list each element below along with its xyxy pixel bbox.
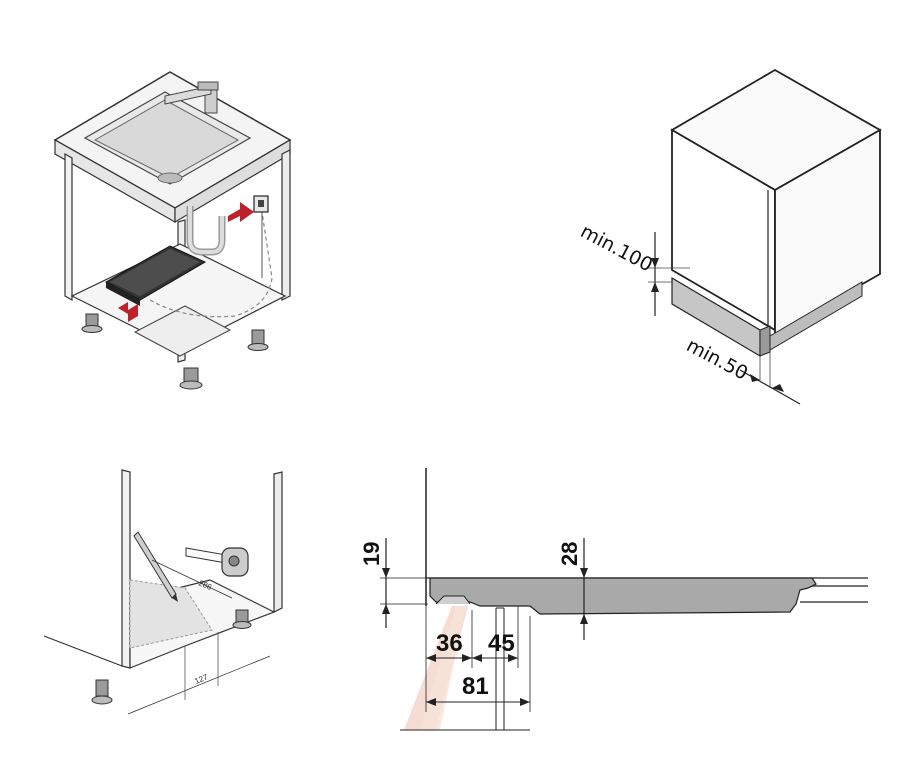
dim-127-label: 127 — [193, 672, 209, 686]
adjustable-feet — [81, 313, 269, 390]
dim-28-label: 28 — [557, 542, 582, 566]
insert-arrow-icon — [118, 302, 138, 322]
faucet-icon — [164, 81, 219, 114]
induction-panel-section — [429, 577, 817, 615]
plug-in-arrow-icon — [228, 202, 254, 222]
control-box-icon — [104, 245, 207, 306]
power-socket-icon — [253, 195, 269, 213]
dim-45-label: 45 — [488, 630, 515, 657]
cross-section-drawing: 19 28 36 45 81 — [359, 468, 868, 731]
sink-cabinet-illustration — [53, 71, 292, 390]
bottom-cutout-illustration: 286 127 — [43, 469, 283, 715]
dim-36-label: 36 — [436, 630, 463, 657]
dim-81-label: 81 — [462, 673, 489, 700]
cabinet-feet — [91, 609, 252, 705]
min-100-label: min.100 — [577, 220, 656, 276]
pencil-icon — [133, 531, 178, 602]
plinth-clearance-illustration: min.100 min.50 — [577, 68, 882, 405]
tape-measure-icon — [185, 547, 249, 577]
dim-19-label: 19 — [359, 542, 384, 566]
